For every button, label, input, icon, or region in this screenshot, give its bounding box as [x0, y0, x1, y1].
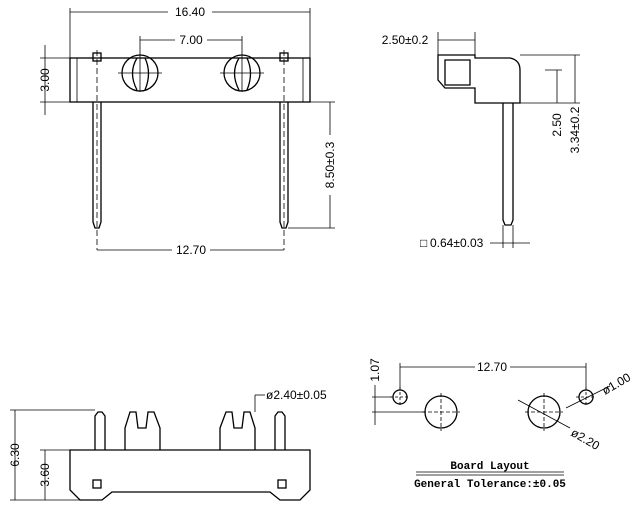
front-view: 16.40 7.00 3.00 8.50±0.3 12.70: [38, 5, 337, 257]
general-tolerance: General Tolerance:±0.05: [414, 479, 566, 491]
dim-total-height: 3.34±0.2: [568, 106, 582, 153]
dim-pin-length: 8.50±0.3: [323, 141, 337, 188]
dim-pin-pitch: 12.70: [176, 243, 206, 257]
dim-pin-height: 2.50: [550, 113, 564, 137]
dim-pin-size: 0.64±0.03: [430, 236, 484, 250]
bottom-view: ø2.40±0.05 6.30 3.60: [8, 388, 327, 501]
dim-board-pitch: 12.70: [477, 360, 507, 374]
dim-board-offset: 1.07: [368, 358, 382, 382]
dim-width: 16.40: [175, 5, 205, 19]
dim-post-diameter: ø2.40±0.05: [266, 388, 327, 402]
dim-height: 3.00: [38, 68, 52, 92]
board-layout-title: Board Layout: [450, 461, 529, 473]
dim-large-hole: ø2.20: [569, 425, 603, 453]
dim-bottom-total-height: 6.30: [8, 443, 22, 467]
dim-offset: 2.50±0.2: [382, 33, 429, 47]
square-pin-marker: □: [420, 236, 427, 250]
dim-body-height: 3.60: [38, 463, 52, 487]
side-view: 2.50±0.2 2.50 3.34±0.2 □ 0.64±0.03: [382, 32, 582, 250]
board-layout: 12.70 1.07 ø1.00 ø2.20 Board Layout Gene…: [368, 358, 633, 491]
dim-hole-pitch: 7.00: [179, 33, 203, 47]
dim-small-hole: ø1.00: [600, 370, 634, 398]
